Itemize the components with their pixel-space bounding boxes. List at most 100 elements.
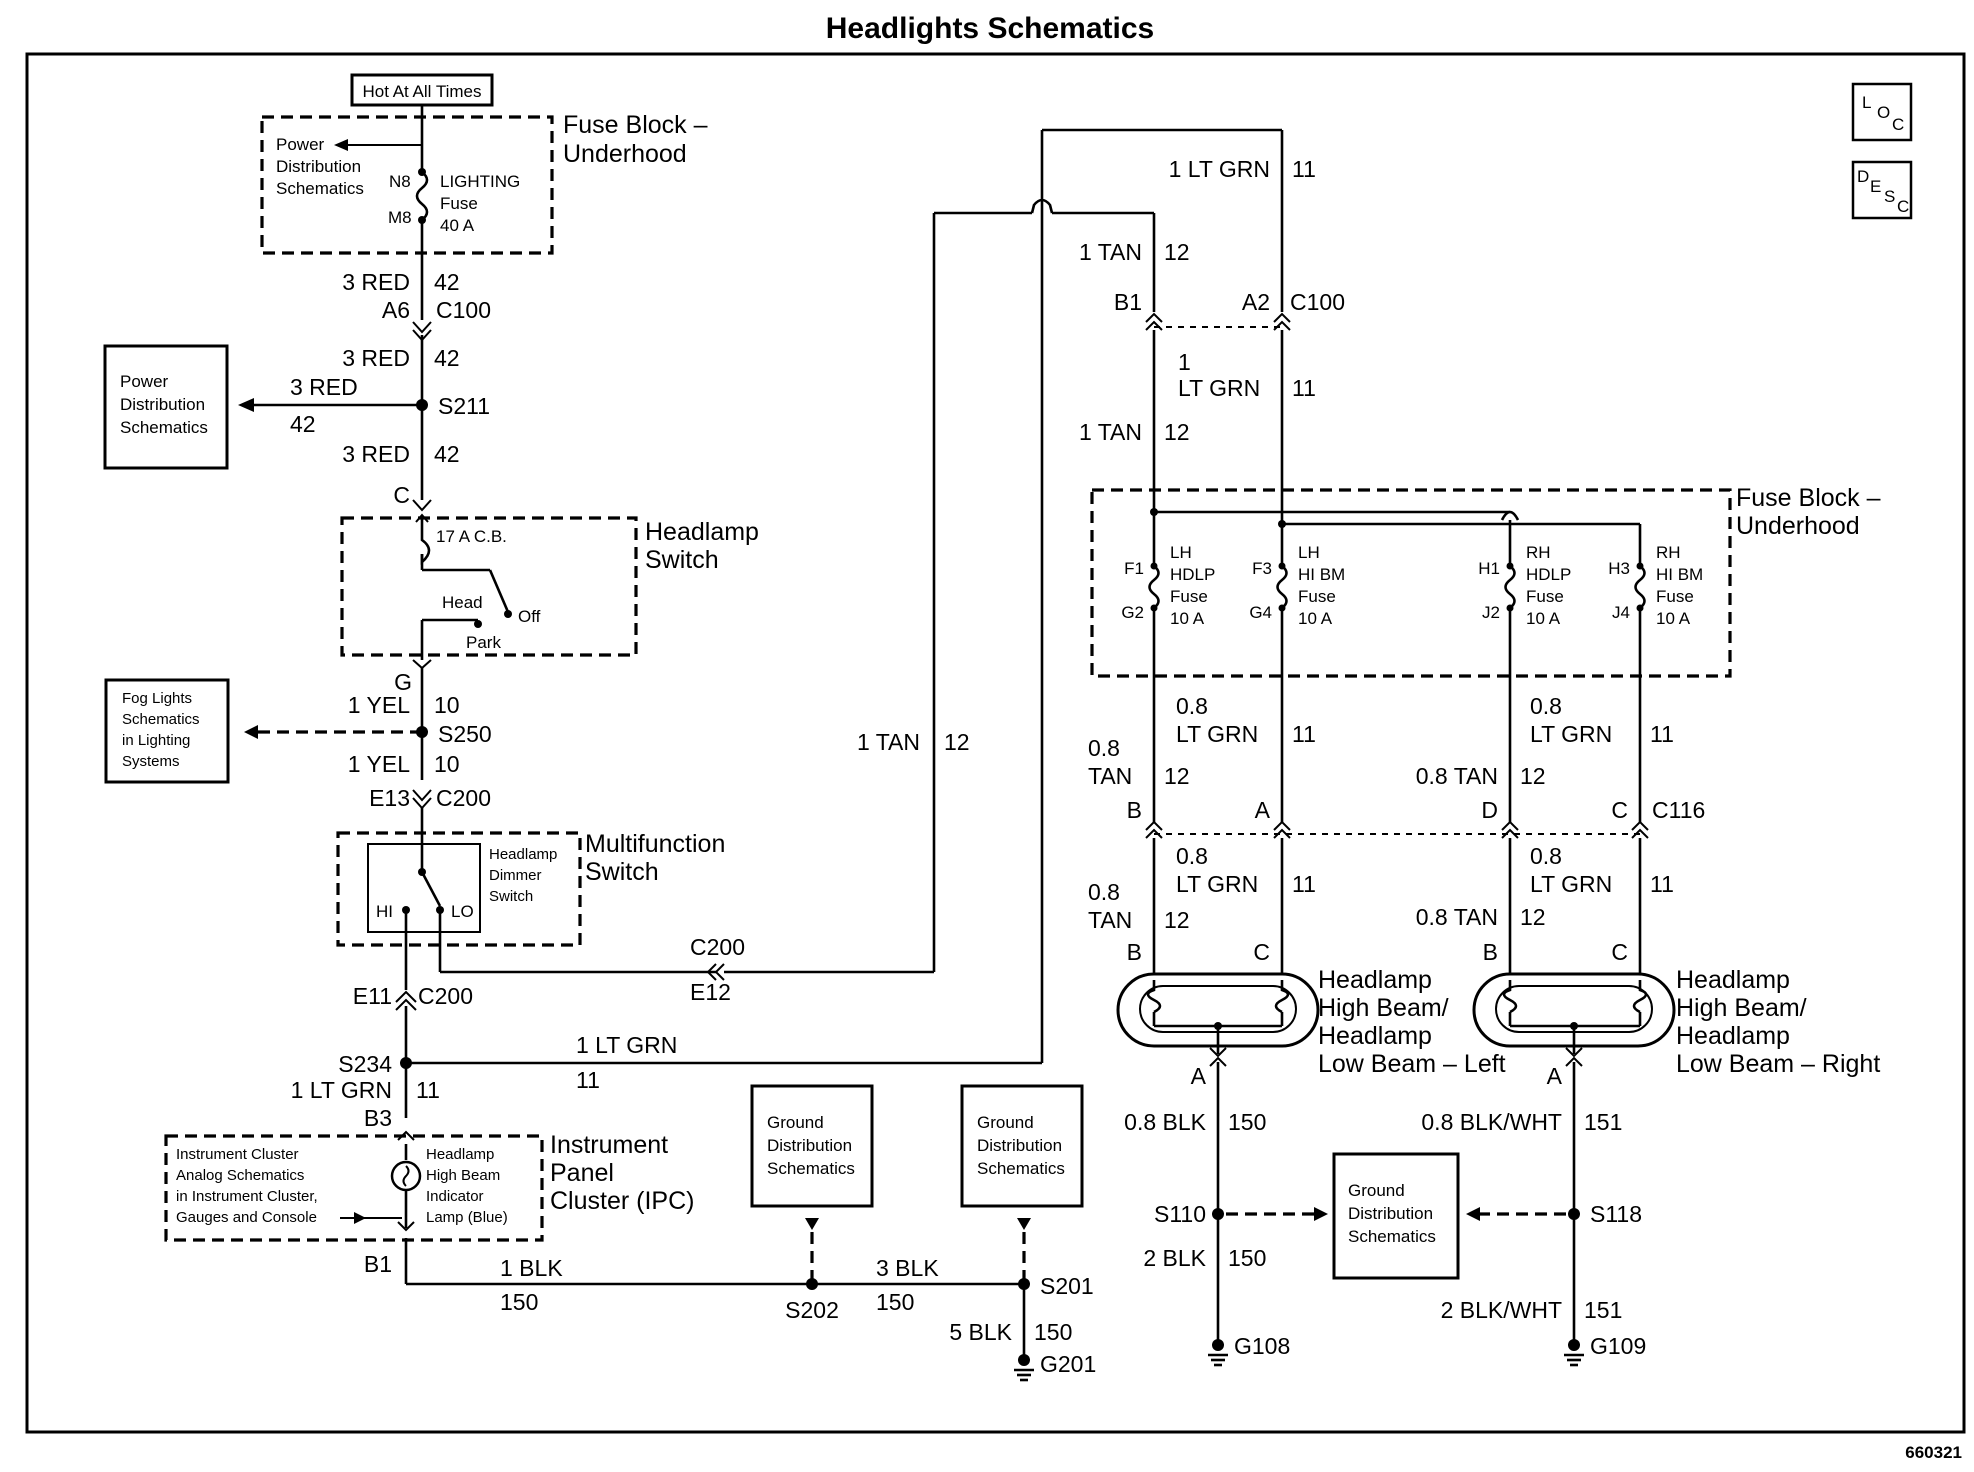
svg-text:Instrument: Instrument	[550, 1131, 668, 1159]
svg-text:High Beam: High Beam	[426, 1167, 500, 1184]
svg-text:G2: G2	[1121, 603, 1144, 622]
desc-icon[interactable]: D E S C	[1851, 160, 1913, 220]
svg-text:10: 10	[434, 751, 460, 777]
svg-text:E11: E11	[353, 983, 392, 1009]
svg-text:C: C	[1611, 939, 1628, 965]
svg-text:Ground: Ground	[977, 1113, 1034, 1132]
svg-text:Fuse: Fuse	[1526, 587, 1564, 606]
svg-text:Fuse Block –: Fuse Block –	[1736, 484, 1881, 512]
svg-text:C200: C200	[690, 934, 745, 960]
svg-text:1 YEL: 1 YEL	[348, 692, 410, 718]
svg-text:1: 1	[1178, 349, 1191, 375]
connector-c100-icon	[412, 321, 432, 342]
svg-text:S234: S234	[338, 1051, 392, 1077]
svg-text:B1: B1	[1114, 289, 1142, 315]
svg-text:Low Beam – Left: Low Beam – Left	[1318, 1050, 1506, 1078]
svg-text:1 LT GRN: 1 LT GRN	[576, 1032, 677, 1058]
svg-text:1 TAN: 1 TAN	[1079, 419, 1142, 445]
svg-text:3 RED: 3 RED	[342, 269, 410, 295]
svg-text:Fuse: Fuse	[1170, 587, 1208, 606]
svg-text:D: D	[1481, 797, 1498, 823]
ground-g201-icon	[1014, 1354, 1034, 1382]
svg-text:C200: C200	[436, 785, 491, 811]
svg-text:M8: M8	[388, 208, 412, 227]
svg-text:C: C	[1253, 939, 1270, 965]
svg-text:42: 42	[434, 269, 460, 295]
svg-text:1 TAN: 1 TAN	[857, 729, 920, 755]
svg-text:C116: C116	[1652, 797, 1705, 823]
svg-text:12: 12	[1164, 239, 1190, 265]
svg-text:G: G	[394, 669, 412, 695]
svg-text:HI BM: HI BM	[1298, 565, 1345, 584]
svg-text:S211: S211	[438, 393, 490, 419]
svg-text:11: 11	[1650, 871, 1674, 897]
svg-text:Schematics: Schematics	[767, 1159, 855, 1178]
svg-text:2 BLK: 2 BLK	[1143, 1245, 1206, 1271]
svg-text:Instrument Cluster: Instrument Cluster	[176, 1146, 299, 1163]
svg-text:Cluster (IPC): Cluster (IPC)	[550, 1187, 694, 1215]
svg-text:B: B	[1483, 939, 1498, 965]
svg-text:S110: S110	[1154, 1201, 1206, 1227]
svg-text:Underhood: Underhood	[1736, 512, 1860, 540]
fuse-block-underhood-top	[260, 115, 554, 255]
svg-text:C: C	[1611, 797, 1628, 823]
svg-text:1 TAN: 1 TAN	[1079, 239, 1142, 265]
svg-text:1 BLK: 1 BLK	[500, 1255, 563, 1281]
svg-text:12: 12	[1164, 419, 1190, 445]
svg-text:LT GRN: LT GRN	[1530, 871, 1612, 897]
svg-text:0.8 BLK/WHT: 0.8 BLK/WHT	[1421, 1109, 1562, 1135]
svg-text:0.8: 0.8	[1176, 693, 1208, 719]
svg-text:2 BLK/WHT: 2 BLK/WHT	[1441, 1297, 1562, 1323]
svg-text:G109: G109	[1590, 1333, 1646, 1359]
headlamp-right-icon	[1472, 972, 1676, 1058]
svg-text:17 A C.B.: 17 A C.B.	[436, 527, 507, 546]
svg-text:LT GRN: LT GRN	[1530, 721, 1612, 747]
svg-text:S118: S118	[1590, 1201, 1642, 1227]
fuse-rh-hdlp: H1 J2 RH HDLP Fuse 10 A	[1478, 543, 1571, 628]
svg-text:G108: G108	[1234, 1333, 1290, 1359]
svg-text:Underhood: Underhood	[563, 140, 687, 168]
svg-text:H1: H1	[1478, 559, 1500, 578]
svg-text:HI: HI	[376, 902, 393, 921]
svg-text:1 LT GRN: 1 LT GRN	[291, 1077, 392, 1103]
svg-text:10 A: 10 A	[1526, 609, 1561, 628]
svg-text:Distribution: Distribution	[767, 1136, 852, 1155]
svg-text:B: B	[1127, 939, 1142, 965]
svg-text:E13: E13	[369, 785, 410, 811]
svg-text:1 YEL: 1 YEL	[348, 751, 410, 777]
svg-text:Dimmer: Dimmer	[489, 867, 542, 884]
svg-text:RH: RH	[1526, 543, 1551, 562]
svg-text:12: 12	[1164, 763, 1190, 789]
splice-s110	[1212, 1208, 1224, 1220]
svg-text:151: 151	[1584, 1297, 1622, 1323]
svg-text:D: D	[1857, 167, 1869, 186]
svg-text:LH: LH	[1298, 543, 1320, 562]
svg-text:150: 150	[500, 1289, 538, 1315]
svg-text:42: 42	[434, 441, 460, 467]
svg-text:A: A	[1547, 1063, 1563, 1089]
multifunction-switch	[336, 831, 582, 947]
svg-text:S250: S250	[438, 721, 492, 747]
svg-text:12: 12	[1520, 904, 1546, 930]
svg-text:150: 150	[876, 1289, 914, 1315]
svg-text:High Beam/: High Beam/	[1676, 994, 1807, 1022]
svg-text:0.8: 0.8	[1176, 843, 1208, 869]
instrument-panel-cluster	[164, 1134, 544, 1242]
svg-text:C: C	[1897, 197, 1909, 216]
svg-text:F3: F3	[1252, 559, 1272, 578]
svg-text:12: 12	[1164, 907, 1190, 933]
fuse-lh-hdlp: F1 G2 LH HDLP Fuse 10 A	[1121, 543, 1215, 628]
loc-icon[interactable]: L O C	[1851, 82, 1913, 142]
svg-text:0.8: 0.8	[1088, 879, 1120, 905]
svg-text:10: 10	[434, 692, 460, 718]
svg-text:Low Beam – Right: Low Beam – Right	[1676, 1050, 1880, 1078]
splice-s202	[806, 1278, 818, 1290]
svg-text:Headlamp: Headlamp	[1676, 1022, 1790, 1050]
svg-text:Distribution: Distribution	[977, 1136, 1062, 1155]
svg-text:in Instrument Cluster,: in Instrument Cluster,	[176, 1188, 318, 1205]
fuse-icon	[1148, 564, 1160, 610]
svg-text:G201: G201	[1040, 1351, 1096, 1377]
svg-text:Switch: Switch	[489, 888, 533, 905]
svg-text:LT GRN: LT GRN	[1176, 721, 1258, 747]
svg-text:C100: C100	[436, 297, 491, 323]
